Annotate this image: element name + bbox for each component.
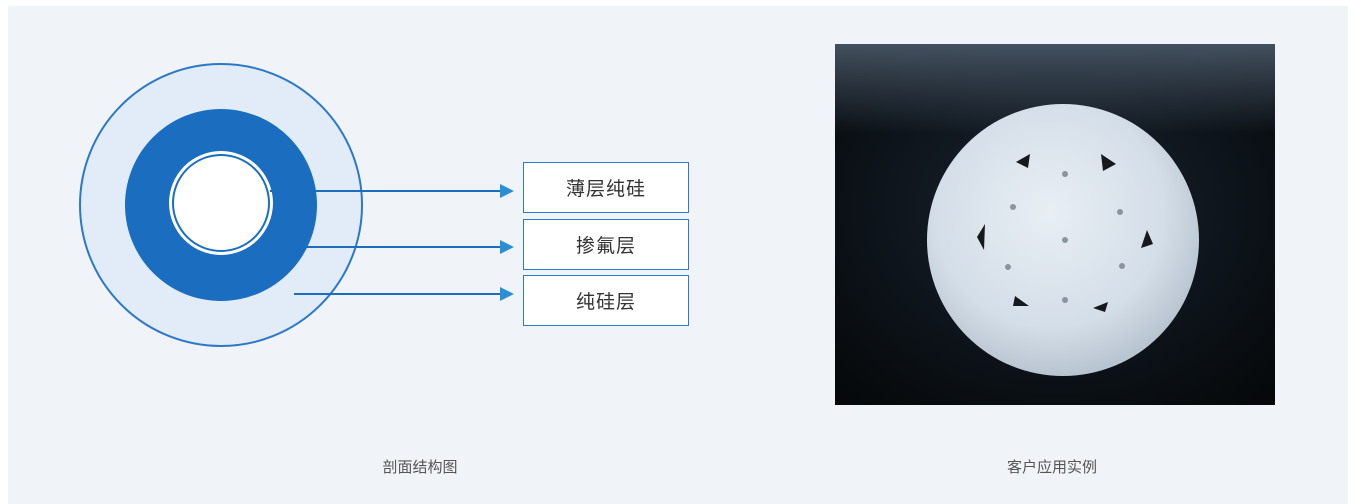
customer-application-photo — [835, 44, 1275, 405]
caption-cross-section: 剖面结构图 — [382, 458, 458, 476]
core-inner-stroke — [172, 154, 270, 252]
dome-dots — [1005, 171, 1125, 303]
caption-customer-application: 客户应用实例 — [1006, 458, 1098, 476]
arrow-pure-silica — [294, 287, 514, 301]
label-thin-pure-silica: 薄层纯硅 — [523, 162, 689, 213]
label-pure-silica-layer: 纯硅层 — [523, 275, 689, 326]
arrow-thin-silica — [270, 184, 514, 198]
arrow-fluorine-doped — [286, 240, 514, 254]
dome-holes — [977, 154, 1153, 312]
label-fluorine-doped-layer: 掺氟层 — [523, 219, 689, 270]
